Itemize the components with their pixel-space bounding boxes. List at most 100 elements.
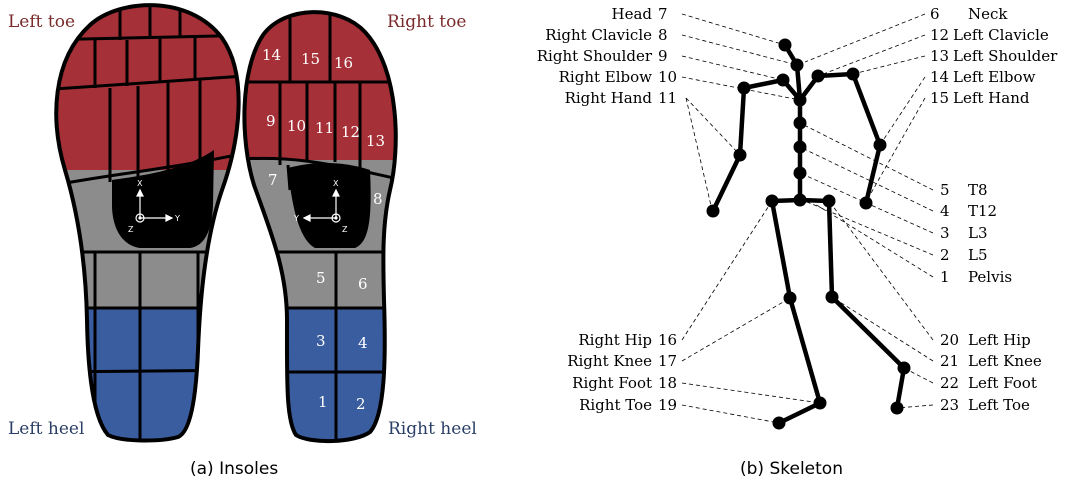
joint-right-clavicle (776, 73, 790, 87)
segment-numbers: 1 2 3 4 5 6 7 8 9 10 11 12 13 14 15 16 (262, 46, 385, 413)
skeleton-caption: (b) Skeleton (740, 459, 843, 479)
joint-neck (790, 58, 804, 72)
joint-label-number: 8 (658, 26, 668, 44)
joint-label-number: 22 (940, 374, 959, 392)
joint-label-name: T12 (968, 202, 997, 220)
joint-right-hip (765, 194, 779, 208)
joint-right-hand (706, 204, 720, 218)
right-axis-y-label: Y (293, 214, 299, 223)
joint-label-number: 6 (930, 5, 940, 23)
joint-label-name: Right Toe (579, 396, 652, 414)
segment-label: 13 (366, 132, 385, 150)
segment-label: 11 (315, 119, 334, 137)
joint-label-name: Right Hip (578, 331, 652, 349)
segment-label: 12 (341, 123, 360, 141)
skeleton-labels-left: Head 7 Right Clavicle 8 Right Shoulder 9… (537, 5, 677, 414)
joint-right-knee (783, 291, 797, 305)
skeleton-bones (710, 42, 907, 426)
right-heel-label: Right heel (388, 419, 477, 439)
joint-label-number: 7 (658, 5, 668, 23)
left-toe-label: Left toe (8, 12, 75, 32)
joint-label-number: 4 (940, 202, 950, 220)
segment-label: 9 (266, 112, 276, 130)
right-axis-z-label: Z (342, 225, 348, 234)
joint-pelvis (793, 193, 807, 207)
joint-left-hip (822, 194, 836, 208)
joint-label-number: 17 (658, 352, 677, 370)
joint-head (778, 38, 792, 52)
segment-label: 2 (356, 395, 366, 413)
joint-t12 (793, 116, 807, 130)
skeleton-joints (706, 38, 911, 430)
joint-label-name: Left Clavicle (953, 26, 1049, 44)
joint-label-number: 16 (658, 331, 677, 349)
joint-label-number: 21 (940, 352, 959, 370)
joint-right-elbow (733, 148, 747, 162)
joint-label-number: 10 (658, 68, 677, 86)
joint-label-number: 15 (930, 89, 949, 107)
left-axis-x-label: X (137, 179, 143, 188)
joint-label-name: Left Shoulder (953, 47, 1058, 65)
joint-label-name: Right Shoulder (537, 47, 653, 65)
joint-label-name: Right Knee (567, 352, 652, 370)
segment-label: 6 (358, 275, 368, 293)
joint-label-name: Pelvis (968, 268, 1012, 286)
segment-label: 4 (358, 334, 368, 352)
left-center-pad (112, 150, 214, 248)
right-center-pad (288, 163, 371, 248)
joint-left-clavicle (811, 69, 825, 83)
segment-label: 15 (301, 50, 320, 68)
joint-label-name: Left Hip (968, 331, 1031, 349)
joint-label-name: Right Foot (572, 374, 652, 392)
joint-label-number: 3 (940, 224, 950, 242)
segment-label: 7 (268, 171, 278, 189)
joint-label-number: 18 (658, 374, 677, 392)
joint-l5 (793, 166, 807, 180)
joint-left-knee (825, 290, 839, 304)
joint-label-number: 12 (930, 26, 949, 44)
insoles-caption: (a) Insoles (190, 459, 278, 479)
left-insole: X Y Z (56, 5, 239, 441)
joint-label-number: 1 (940, 268, 950, 286)
joint-label-number: 9 (658, 47, 668, 65)
joint-label-number: 14 (930, 68, 949, 86)
joint-label-number: 2 (940, 246, 950, 264)
skeleton-leader-lines (681, 13, 934, 424)
segment-label: 3 (316, 332, 326, 350)
right-axis-arrows (302, 188, 341, 223)
joint-label-name: Left Knee (968, 352, 1042, 370)
segment-label: 10 (287, 117, 306, 135)
joint-label-number: 23 (940, 396, 959, 414)
right-axis-x-label: X (333, 179, 339, 188)
joint-label-name: Left Toe (968, 396, 1030, 414)
joint-right-shoulder (737, 81, 751, 95)
joint-right-foot (813, 396, 827, 410)
segment-label: 1 (318, 393, 328, 411)
joint-left-toe (890, 401, 904, 415)
joint-label-number: 20 (940, 331, 959, 349)
left-axis-arrows (135, 188, 174, 223)
joint-label-number: 19 (658, 396, 677, 414)
joint-label-name: Left Foot (968, 374, 1037, 392)
right-toe-label: Right toe (387, 12, 466, 32)
joint-label-number: 13 (930, 47, 949, 65)
joint-right-toe (772, 416, 786, 430)
left-axis-z-label: Z (128, 225, 134, 234)
segment-label: 14 (262, 46, 281, 64)
joint-label-name: T8 (968, 181, 988, 199)
joint-label-name: Head (611, 5, 652, 23)
joint-label-number: 5 (940, 181, 950, 199)
joint-label-name: Right Elbow (559, 68, 653, 86)
joint-left-elbow (873, 138, 887, 152)
left-axis-y-label: Y (174, 214, 180, 223)
joint-t8 (793, 93, 807, 107)
joint-label-name: L3 (968, 224, 988, 242)
joint-left-foot (897, 361, 911, 375)
joint-label-number: 11 (658, 89, 677, 107)
joint-label-name: Right Hand (565, 89, 653, 107)
joint-label-name: Neck (968, 5, 1008, 23)
joint-left-shoulder (846, 67, 860, 81)
joint-l3 (793, 140, 807, 154)
joint-label-name: Left Hand (953, 89, 1030, 107)
